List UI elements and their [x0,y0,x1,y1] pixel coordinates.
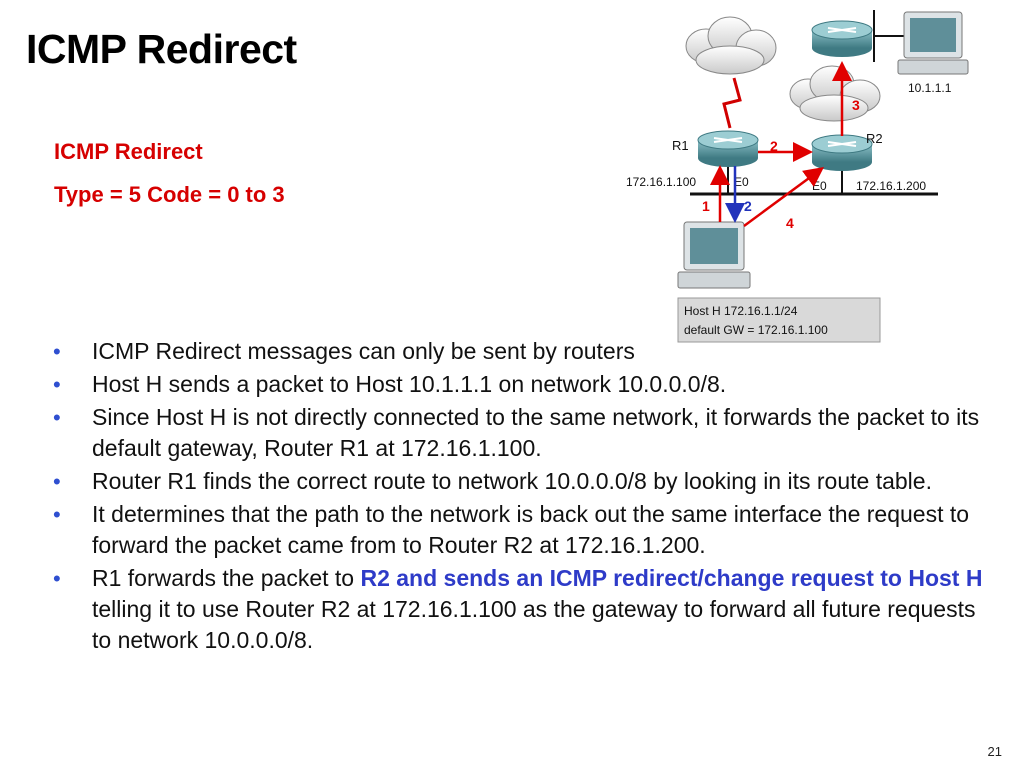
dest-ip-label: 10.1.1.1 [908,81,952,95]
bullet-dot-icon: • [53,566,61,591]
network-cloud-right [789,65,881,122]
host-info-line-2: default GW = 172.16.1.100 [684,323,828,337]
bullet-item: •R1 forwards the packet to R2 and sends … [53,565,983,653]
bullet-item: •Host H sends a packet to Host 10.1.1.1 … [50,369,1000,400]
page-number: 21 [987,744,1002,759]
step-3-label: 3 [852,97,860,113]
r1-ip-label: 172.16.1.100 [626,175,696,189]
bullet-dot-icon: • [53,502,61,527]
bullet-item: •It determines that the path to the netw… [53,501,970,558]
step-4-label: 4 [786,215,794,231]
r1-interface-label: E0 [734,175,749,189]
router-r1-icon [697,130,759,167]
arrow-step-4 [743,167,825,228]
slide-title: ICMP Redirect [26,26,297,72]
dest-computer-icon [897,11,969,75]
step-1-label: 1 [702,198,710,214]
r1-label: R1 [672,138,689,153]
bullet-dot-icon: • [53,405,61,430]
r2-interface-label: E0 [812,179,827,193]
host-h-computer-icon [677,221,751,289]
step-2-label-red: 2 [770,138,778,154]
serial-link [722,77,742,129]
redirect-heading: ICMP Redirect [54,139,203,164]
router-r2-icon [811,134,873,171]
bullet-list: •ICMP Redirect messages can only be sent… [50,336,1000,658]
bullet-dot-icon: • [53,469,61,494]
step-2-label-blue: 2 [744,198,752,214]
host-info-line-1: Host H 172.16.1.1/24 [684,304,798,318]
bullet-dot-icon: • [53,372,61,397]
host-info-box: Host H 172.16.1.1/24 default GW = 172.16… [677,297,881,343]
router-top-icon [811,20,873,57]
bullet-item: •Router R1 finds the correct route to ne… [50,466,1000,497]
internet-cloud-left [685,16,777,75]
bullet-item: •ICMP Redirect messages can only be sent… [50,336,1000,367]
network-diagram: 10.1.1.1 R1 R2 172.16.1.100 E0 E0 172.16… [626,10,969,343]
highlighted-text: R2 and sends an ICMP redirect/change req… [360,565,983,591]
r2-ip-label: 172.16.1.200 [856,179,926,193]
type-code-line: Type = 5 Code = 0 to 3 [54,182,285,207]
bullet-item: •Since Host H is not directly connected … [53,404,980,461]
bullet-dot-icon: • [53,339,61,364]
r2-label: R2 [866,131,883,146]
